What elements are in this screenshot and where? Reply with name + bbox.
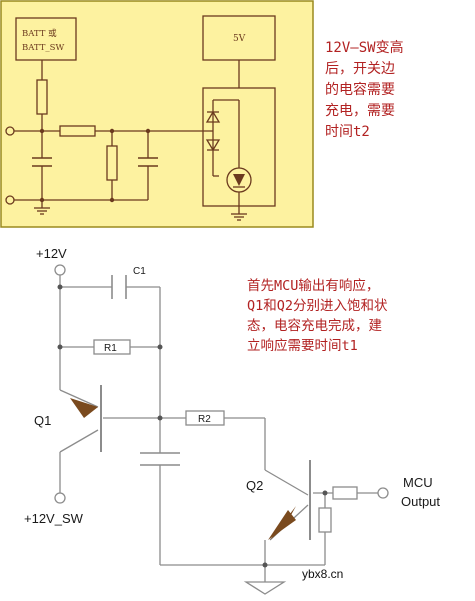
capacitor-2 [138, 157, 158, 167]
bottom-note-line-2: Q1和Q2分别进入饱和状 [247, 298, 388, 314]
output-label: Output [401, 494, 440, 509]
q1-emitter-arrow-icon [70, 398, 98, 418]
mcu-label: MCU [403, 475, 433, 490]
bottom-note: 首先MCU输出有响应， Q1和Q2分别进入饱和状 态，电容充电完成，建 立响应需… [247, 277, 388, 354]
r1-label: R1 [104, 343, 117, 354]
top-note-line-3: 的电容需要 [325, 81, 395, 98]
bottom-note-line-3: 态，电容充电完成，建 [247, 317, 382, 334]
bottom-wires [59, 275, 378, 580]
bottom-circuit: +12V [24, 246, 440, 595]
watermark: ybx8.cn [302, 567, 343, 581]
resistor-top-vertical [36, 79, 48, 115]
zener-diode-upper-icon [205, 110, 221, 123]
resistor-output-series [332, 486, 358, 500]
resistor-r2 [185, 410, 225, 426]
supply-5v-label: 5V [233, 34, 246, 44]
top-note-line-5: 时间t2 [325, 124, 370, 140]
bottom-note-line-1: 首先MCU输出有响应， [247, 277, 379, 294]
r2-label: R2 [198, 414, 211, 425]
capacitor-lower [140, 452, 180, 466]
ground-icon [243, 580, 287, 595]
v12-label: +12V [36, 246, 67, 261]
current-sink-arrow [233, 174, 245, 186]
q2-emitter-arrow-fill [268, 510, 296, 540]
resistor-vertical-2 [106, 145, 118, 181]
top-note-line-4: 充电，需要 [325, 103, 395, 119]
v12sw-label: +12V_SW [24, 511, 84, 526]
input-terminal-bottom [5, 195, 15, 205]
resistor-r1 [93, 339, 131, 355]
top-circuit-panel: BATT 或 BATT_SW 5V [0, 0, 314, 228]
top-note: 12V—SW变高 后，开关边 的电容需要 充电，需要 时间t2 [325, 39, 404, 140]
q1-label: Q1 [34, 413, 51, 428]
resistor-output-pulldown [318, 507, 332, 533]
current-sink-icon [226, 167, 252, 193]
batt-label-line1: BATT 或 [22, 28, 57, 39]
zener-diode-lower-icon [205, 139, 221, 152]
top-note-line-1: 12V—SW变高 [325, 39, 404, 56]
mcu-output-terminal [377, 487, 389, 499]
top-junctions [39, 128, 151, 203]
capacitor-1 [32, 157, 52, 167]
batt-source-box [15, 17, 77, 61]
capacitor-c1 [111, 275, 127, 299]
v12-terminal [54, 264, 66, 276]
ground-symbol-left [34, 207, 50, 215]
batt-label-line2: BATT_SW [22, 43, 64, 53]
ground-symbol-right [231, 213, 247, 221]
input-terminal-top [5, 126, 15, 136]
top-note-line-2: 后，开关边 [325, 61, 395, 77]
resistor-horizontal [59, 125, 96, 137]
panel-background [0, 0, 314, 228]
bottom-junctions [57, 284, 328, 568]
c1-label: C1 [133, 266, 146, 277]
v12sw-terminal [54, 492, 66, 504]
bottom-note-line-4: 立响应需要时间t1 [247, 337, 358, 354]
q2-label: Q2 [246, 478, 263, 493]
